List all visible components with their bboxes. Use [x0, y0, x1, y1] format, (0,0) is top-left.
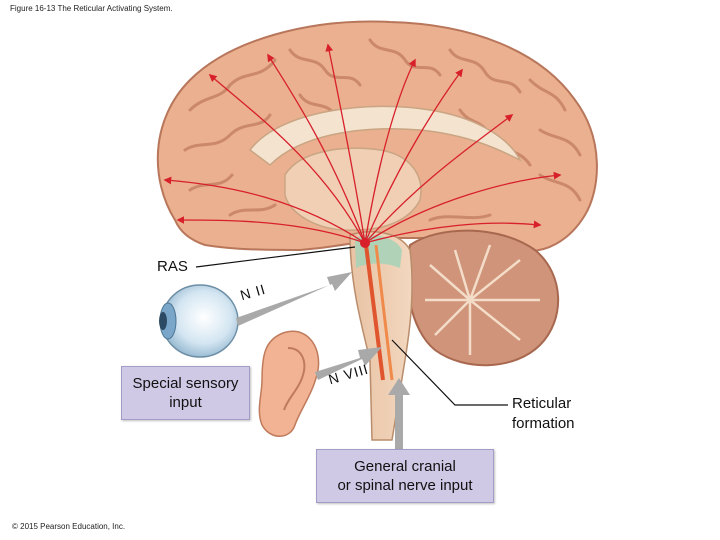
cerebellum — [406, 229, 560, 367]
figure-caption: Figure 16-13 The Reticular Activating Sy… — [10, 4, 173, 13]
input-arrows — [236, 272, 410, 450]
special-sensory-input-box: Special sensory input — [121, 366, 250, 420]
general-cranial-input-box: General cranial or spinal nerve input — [316, 449, 494, 503]
ear-icon — [258, 330, 320, 437]
eye-icon — [159, 284, 239, 358]
ras-leader-line — [195, 246, 356, 268]
reticular-formation-label: Reticular formation — [512, 395, 575, 432]
ras-projection-arrows — [163, 43, 562, 244]
ras-origin — [360, 238, 370, 248]
reticular-leader-line — [391, 339, 508, 406]
cerebrum — [156, 20, 598, 252]
copyright-notice: © 2015 Pearson Education, Inc. — [12, 522, 126, 531]
ras-label: RAS — [157, 258, 188, 275]
